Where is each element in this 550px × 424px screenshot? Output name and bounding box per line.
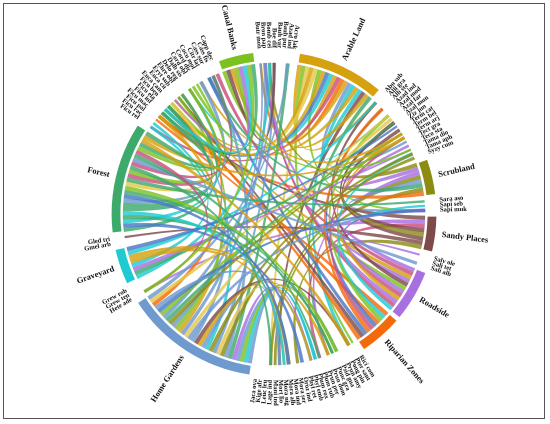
species-label-bron-pap: Bron pap (259, 22, 268, 49)
group-arc-layer (110, 51, 438, 376)
group-label-roadside: Roadside (418, 295, 451, 320)
species-label-oroz-ind: Oroz ind (302, 376, 314, 402)
species-label-bauh-var: Bauh var (276, 22, 284, 48)
ribbon-home-gardens-sapi-muk (187, 208, 426, 341)
species-label-gled-tri: Gled tri (88, 236, 111, 246)
group-arc-forest (110, 123, 147, 234)
ribbon-home-gardens-azal-far (183, 117, 393, 338)
species-label-mani-ind: Mani ind (272, 380, 279, 406)
species-label-sara-aso: Sara aso (439, 195, 464, 204)
ribbon-home-gardens-syzy-cum (219, 156, 415, 357)
ribbon-home-gardens-azal-mod (149, 114, 390, 304)
ribbon-arable-land-euca-cit (173, 67, 314, 151)
group-label-forest: Forest (87, 165, 111, 179)
ribbon-roadside-tama-aph (337, 152, 414, 311)
species-label-phyl-ret: Phyl ret (306, 375, 318, 399)
group-arc-canal-banks (217, 51, 256, 71)
ribbon-graveyard-ziz-jun (126, 125, 398, 252)
ribbon-layer (122, 62, 426, 366)
species-label-bauh-pur: Bauh pur (281, 21, 290, 48)
group-label-scrubland: Scrubland (437, 162, 476, 179)
ribbon-forest-punc-gra (124, 189, 334, 354)
group-label-canal-banks: Canal Banks (220, 4, 240, 51)
species-label-butr-mon: Butr mon (253, 21, 262, 49)
ribbon-forest-ficu-inf (145, 111, 215, 170)
ribbon-home-gardens-prun-dom (197, 281, 330, 356)
ribbon-forest-psid-gua (124, 185, 339, 353)
group-arc-graveyard (114, 246, 137, 285)
species-label-bomb-cei: Bomb cei (265, 22, 273, 49)
species-label-mora-ind: Mora ind (292, 378, 302, 406)
ribbon-sandy-places-mora-ser (293, 239, 422, 364)
figure-border (3, 3, 545, 419)
group-label-graveyard: Graveyard (76, 264, 116, 285)
species-label-mort-lio: Mort lio (277, 380, 285, 404)
species-label-jaca-ova: Jaca ova (249, 378, 259, 404)
group-arc-home-gardens (136, 296, 253, 376)
ribbon-sandy-places-gled-tri (124, 226, 423, 246)
ribbon-riparian-zones-sapi-seb (337, 204, 425, 319)
group-label-riparian-zones: Riparian Zones (383, 338, 427, 386)
group-arc-arable-land (297, 52, 381, 99)
ribbon-canal-banks-hete-ade (143, 64, 255, 294)
group-arc-roadside (390, 268, 427, 319)
group-arc-riparian-zones (357, 313, 399, 351)
group-arc-sandy-places (422, 215, 438, 253)
species-label-gmel-arb: Gmel arb (84, 241, 112, 253)
species-label-sapi-muk: Sapi muk (440, 206, 467, 214)
species-label-boe-dif: Boe dif (271, 28, 278, 49)
species-label-leuc-leu: Leuc leu (261, 379, 269, 404)
ribbon-roadside-capp-dec (215, 73, 414, 276)
species-label-azad-ind: Azad ind (286, 23, 295, 49)
ribbon-forest-pter-sant (140, 138, 351, 347)
species-label-acro-lak: Acro lak (291, 25, 301, 50)
species-label-kige-afr: Kige afr (255, 379, 264, 403)
ribbon-forest-oroz-ind (123, 222, 304, 363)
group-label-sandy-places: Sandy Places (441, 230, 489, 245)
species-label-mora-ser: Mora ser (297, 377, 308, 404)
species-label-lage-ind: Lage ind (266, 380, 274, 405)
species-label-mora-nig: Mora nig (282, 379, 291, 406)
ribbon-forest-lage-ind (129, 165, 273, 366)
species-label-sapi-seb: Sapi seb (440, 200, 464, 208)
ribbon-canal-banks-ficu-inf (160, 64, 258, 154)
group-arc-scrubland (417, 158, 437, 197)
group-label-arable-land: Arable Land (340, 16, 367, 62)
species-label-mora-alb: Mora alb (287, 379, 297, 406)
ribbon-canal-banks-boe-dif (226, 62, 276, 141)
group-label-home-gardens: Home Gardens (149, 353, 186, 404)
ribbon-riparian-zones-cass-sur (207, 76, 368, 336)
ribbon-forest-mora-alb (123, 194, 291, 365)
ribbon-home-gardens-phyl-emb (154, 270, 313, 361)
